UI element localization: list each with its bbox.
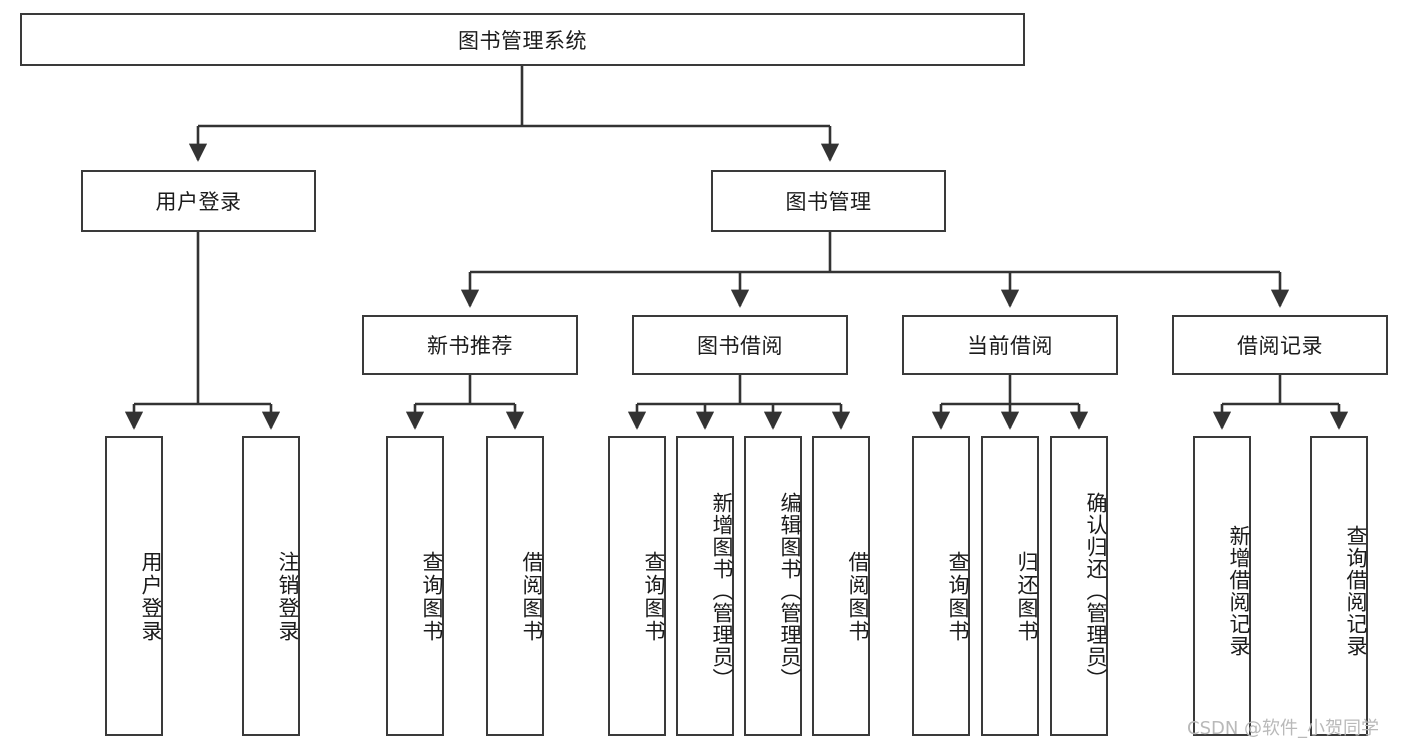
node-label: 归还图书	[1015, 551, 1039, 643]
node-label: 新增图书（管理员）	[710, 492, 734, 690]
node-current-borrow[interactable]: 当前借阅	[902, 315, 1118, 375]
node-label: 用户登录	[155, 190, 242, 214]
node-label: 图书管理系统	[458, 28, 587, 53]
leaf-logout[interactable]: 注销登录	[242, 436, 300, 736]
node-label: 查询图书	[642, 551, 666, 643]
leaf-return-book[interactable]: 归还图书	[981, 436, 1039, 736]
leaf-query-book-current[interactable]: 查询图书	[912, 436, 970, 736]
node-label: 图书借阅	[697, 334, 783, 358]
leaf-confirm-return-admin[interactable]: 确认归还（管理员）	[1050, 436, 1108, 736]
node-label: 查询图书	[946, 551, 970, 643]
node-book-management[interactable]: 图书管理	[711, 170, 946, 232]
leaf-add-book-admin[interactable]: 新增图书（管理员）	[676, 436, 734, 736]
node-label: 注销登录	[276, 551, 300, 643]
leaf-query-book-borrow[interactable]: 查询图书	[608, 436, 666, 736]
node-label: 借阅图书	[846, 551, 870, 643]
node-book-borrow[interactable]: 图书借阅	[632, 315, 848, 375]
node-label: 编辑图书（管理员）	[778, 492, 802, 690]
leaf-user-login[interactable]: 用户登录	[105, 436, 163, 736]
node-label: 查询借阅记录	[1344, 525, 1368, 657]
node-new-book-recommend[interactable]: 新书推荐	[362, 315, 578, 375]
node-user-login[interactable]: 用户登录	[81, 170, 316, 232]
node-root-book-management-system[interactable]: 图书管理系统	[20, 13, 1025, 66]
node-label: 借阅图书	[520, 551, 544, 643]
node-label: 借阅记录	[1237, 334, 1323, 358]
leaf-query-borrow-record[interactable]: 查询借阅记录	[1310, 436, 1368, 736]
leaf-query-book-recommend[interactable]: 查询图书	[386, 436, 444, 736]
watermark: CSDN @软件_小贺同学	[1187, 718, 1380, 739]
node-label: 当前借阅	[967, 334, 1053, 358]
leaf-borrow-book-recommend[interactable]: 借阅图书	[486, 436, 544, 736]
leaf-add-borrow-record[interactable]: 新增借阅记录	[1193, 436, 1251, 736]
node-label: 确认归还（管理员）	[1084, 492, 1108, 690]
node-borrow-record[interactable]: 借阅记录	[1172, 315, 1388, 375]
leaf-edit-book-admin[interactable]: 编辑图书（管理员）	[744, 436, 802, 736]
node-label: 用户登录	[139, 551, 163, 643]
node-label: 图书管理	[785, 190, 872, 214]
node-label: 查询图书	[420, 551, 444, 643]
node-label: 新增借阅记录	[1227, 525, 1251, 657]
node-label: 新书推荐	[427, 334, 513, 358]
leaf-borrow-book[interactable]: 借阅图书	[812, 436, 870, 736]
